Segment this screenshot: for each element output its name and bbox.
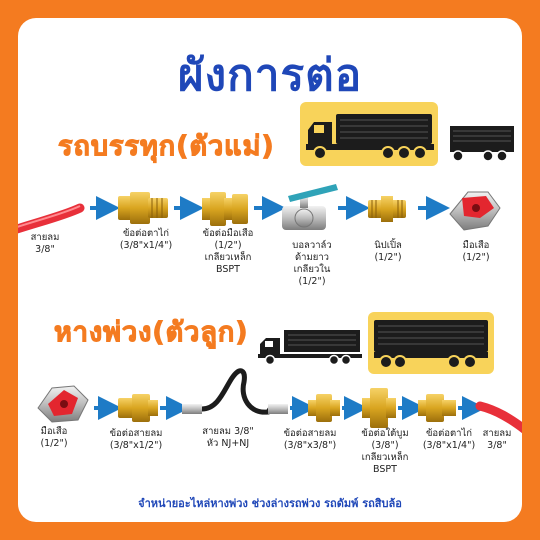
red-hose-icon [18, 203, 85, 234]
brass-union-icon [202, 192, 248, 226]
caption-hose-njnj: สายลม 3/8" หัว NJ+NJ [202, 426, 254, 449]
caption-adapter-3-8: ข้อต่อสายลม (3/8"x3/8") [283, 428, 337, 451]
semi-truck-icon [306, 114, 434, 160]
trailer-icon [448, 122, 516, 166]
caption-adapter-eyelet-trailer: ข้อต่อตาไก่ (3/8"x1/4") [422, 428, 476, 451]
gladhand-coupling-icon [449, 191, 501, 231]
brass-adapter-icon [418, 394, 456, 422]
caption-gladhand-trailer: มือเสือ (1/2") [40, 426, 68, 449]
section-label-trailer: หางพ่วง(ตัวลูก) [54, 317, 249, 349]
caption-union-truck: ข้อต่อมือเสือ (1/2") เกลียวเหล็ก BSPT [202, 228, 254, 275]
caption-adapter-truck: ข้อต่อตาไก่ (3/8"x1/4") [119, 228, 173, 251]
tractor-trailer-icon [258, 326, 362, 366]
red-hose-icon [475, 401, 522, 434]
truck-panel [300, 102, 438, 166]
caption-union-trailer: ข้อต่อใต้บูม (3/8") เกลียวเหล็ก BSPT [361, 428, 409, 475]
parts-row-trailer [37, 368, 522, 434]
page-title: ผังการต่อ [177, 50, 363, 101]
gladhand-coupling-icon [37, 385, 89, 423]
brass-nipple-icon [368, 196, 406, 222]
caption-gladhand-truck: มือเสือ (1/2") [462, 240, 490, 263]
ball-valve-icon [282, 184, 338, 230]
parts-row-truck [18, 184, 501, 234]
trailer-panel [368, 312, 494, 374]
brass-adapter-icon [118, 394, 158, 422]
caption-adapter-trailer: ข้อต่อสายลม (3/8"x1/2") [109, 428, 163, 451]
trailer-highlight-icon [374, 320, 488, 369]
brass-union-icon [362, 388, 396, 428]
black-hose-icon [182, 368, 288, 415]
caption-hose-truck: สายลม 3/8" [30, 232, 60, 255]
brass-adapter-icon [308, 394, 340, 422]
caption-nipple-truck: นิปเปิ้ล (1/2") [374, 240, 402, 263]
diagram-card: ผังการต่อ รถบรรทุก(ตัวแม่) [18, 18, 522, 522]
brass-adapter-icon [118, 192, 168, 224]
caption-valve-truck: บอลวาล์ว ด้ามยาว เกลียวใน (1/2") [292, 240, 332, 287]
footer-text: จำหน่ายอะไหล่หางพ่วง ช่วงล่างรถพ่วง รถดั… [138, 497, 402, 510]
caption-hose-trailer: สายลม 3/8" [482, 428, 512, 451]
section-label-truck: รถบรรทุก(ตัวแม่) [58, 131, 275, 163]
